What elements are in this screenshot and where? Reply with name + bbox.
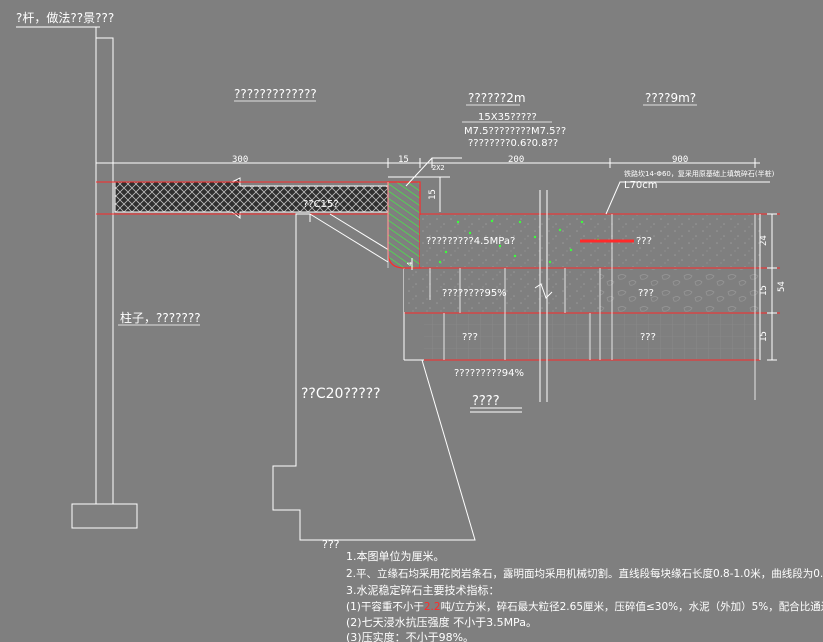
c20-label: ??C20????? bbox=[301, 386, 381, 402]
zone-label-left: ????????????? bbox=[234, 87, 317, 101]
note-4: (1)干容重不小于2.2吨/立方米，碎石最大粒径2.65厘米，压碎值≤30%，水… bbox=[346, 600, 823, 613]
right-layer-2: ??? bbox=[638, 288, 654, 299]
hatched-slab bbox=[114, 177, 389, 219]
layer-lines bbox=[96, 181, 780, 361]
dim-300: 300 bbox=[232, 155, 248, 165]
note-6: (3)压实度：不小于98%。 bbox=[346, 630, 474, 642]
dim-900: 900 bbox=[672, 155, 688, 165]
dim-200: 200 bbox=[508, 155, 524, 165]
zone-label-right: ????9m? bbox=[645, 91, 696, 105]
annotation-line-1: 铁路坎14-Φ60，复采用原基础上填筑碎石(半桩) bbox=[624, 169, 775, 178]
break-lines bbox=[534, 190, 553, 402]
note-5: (2)七天浸水抗压强度 不小于3.5MPa。 bbox=[346, 615, 537, 629]
title-mark: ???? bbox=[472, 394, 500, 409]
notes-block: ??? 1.本图单位为厘米。 2.平、立缘石均采用花岗岩条石，露明面均采用机械切… bbox=[322, 538, 823, 642]
note-1: 1.本图单位为厘米。 bbox=[346, 549, 445, 563]
dim-v54: 54 bbox=[777, 281, 787, 292]
right-layer-3: ??? bbox=[640, 332, 656, 343]
dim-2x2: 2X2 bbox=[432, 164, 445, 172]
mid-layer-label: ??? bbox=[462, 332, 478, 343]
pavement-layers bbox=[404, 214, 760, 400]
leader-lines bbox=[405, 157, 770, 215]
note-4-b: 吨/立方米，碎石最大粒径2.65厘米，压碎值≤30%，水泥（外加）5%，配合比通… bbox=[441, 600, 823, 613]
note-2: 2.平、立缘石均采用花岗岩条石，露明面均采用机械切割。直线段每块缘石长度0.8-… bbox=[346, 567, 823, 580]
pct94-label: ?????????94% bbox=[454, 368, 524, 379]
notes-heading: ??? bbox=[322, 538, 340, 551]
zone-label-mid: ??????2m bbox=[468, 91, 526, 105]
title-underline bbox=[470, 407, 522, 413]
note-4-a: (1)干容重不小于 bbox=[346, 600, 424, 613]
note-3: 3.水泥稳定碎石主要技术指标： bbox=[346, 583, 500, 597]
c15-label: ??C15? bbox=[303, 199, 339, 210]
dim-v24: 24 bbox=[759, 235, 769, 246]
note-4-red: 2.2 bbox=[424, 601, 441, 613]
dim-v15: 15 bbox=[428, 189, 438, 200]
dim-v15c: 15 bbox=[759, 331, 769, 342]
dim-v15b: 15 bbox=[759, 285, 769, 296]
right-layer-1: ??? bbox=[636, 236, 652, 247]
curb-stone bbox=[387, 181, 421, 269]
right-dimension-line bbox=[759, 213, 777, 361]
mortar-label-2: ????????0.6?0.8?? bbox=[468, 138, 558, 149]
post-label: 柱子，??????? bbox=[120, 310, 201, 325]
mortar-label: M7.5????????M7.5?? bbox=[464, 126, 566, 137]
dim-v4: 4 bbox=[406, 262, 414, 266]
pct95-label: ????????95% bbox=[442, 288, 507, 299]
annotation-line-2: L70cm bbox=[624, 180, 658, 191]
strength-label: ?????????4.5MPa? bbox=[426, 236, 515, 247]
column bbox=[16, 26, 138, 529]
top-left-label: ?杆，做法??景??? bbox=[16, 10, 114, 25]
curb-spec-label: 15X35????? bbox=[478, 112, 537, 123]
dim-15: 15 bbox=[398, 155, 409, 165]
